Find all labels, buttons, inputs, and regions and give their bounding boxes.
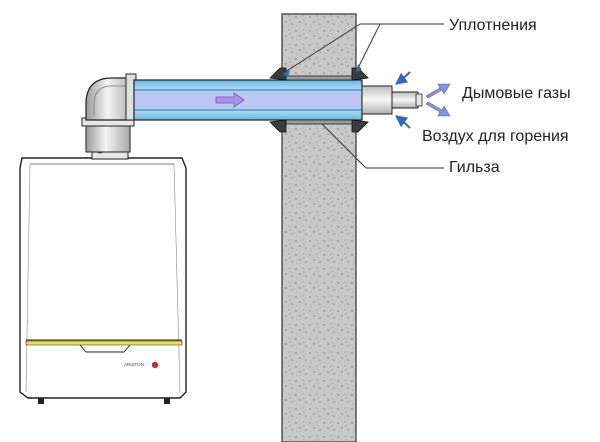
label-combustion-air: Воздух для горения [422,128,569,145]
seal-inner [269,67,287,133]
label-flue-gases: Дымовые газы [462,85,571,102]
label-seals: Уплотнения [449,17,537,34]
leader-seals [281,23,444,75]
svg-text:ARISTON: ARISTON [124,362,144,367]
flow-arrow-icon [215,92,245,108]
pipe-elbow [85,73,137,121]
coaxial-pipe [133,79,363,121]
boiler: ARISTON [19,146,187,404]
flue-gas-arrow-icon [425,83,451,117]
leader-sleeve [321,123,444,169]
vertical-pipe [81,117,135,153]
combustion-air-arrow-icon [395,71,411,129]
seal-pointer-icon [282,64,362,77]
flue-terminal [361,85,423,115]
boiler-logo: ARISTON [124,361,159,369]
label-sleeve: Гильза [449,159,500,176]
